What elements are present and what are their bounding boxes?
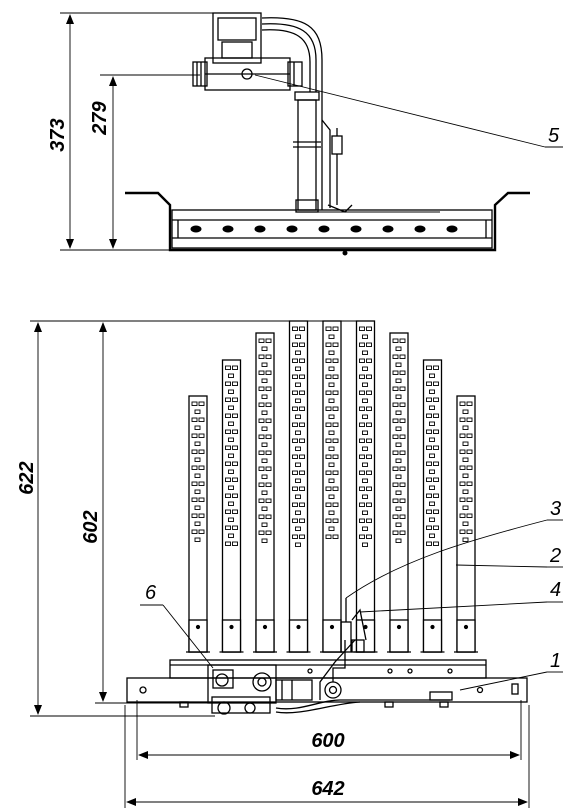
dim-602-label: 602 — [80, 510, 102, 543]
pipe-fitting — [324, 681, 342, 699]
front-view: 622 602 600 642 — [16, 320, 563, 808]
burner-tube — [420, 359, 445, 653]
burner-tube — [454, 395, 478, 653]
burner-tube — [286, 320, 311, 653]
callout-5-leader — [254, 74, 546, 148]
thermocouple — [331, 135, 343, 155]
base-plate — [126, 677, 528, 703]
callout-5-label: 5 — [548, 125, 560, 147]
callout-1-leader — [459, 671, 548, 691]
callout-6-label: 6 — [145, 582, 157, 604]
burner-tube — [219, 359, 244, 653]
burner-tube — [253, 332, 277, 653]
burner-tubes — [186, 320, 478, 653]
callout-3-label: 3 — [550, 498, 561, 520]
dim-622-label: 622 — [16, 461, 38, 494]
burner-nozzles-side — [190, 225, 458, 233]
callout-1-label: 1 — [550, 650, 561, 672]
callout-2-leader — [455, 564, 548, 568]
thermocouple-wire — [275, 699, 450, 710]
manifold-bar — [169, 659, 487, 679]
gas-inlet-pipe — [275, 679, 313, 701]
callout-2-label: 2 — [549, 545, 561, 567]
callout-4-leader — [359, 601, 548, 613]
side-view: 373 279 — [47, 12, 563, 256]
burner-tube — [353, 320, 378, 653]
gas-pipe — [297, 99, 317, 211]
callout-4-label: 4 — [550, 579, 561, 601]
manifold-box — [171, 209, 493, 249]
burner-tube — [320, 320, 344, 653]
burner-tube — [387, 332, 411, 653]
cable-1 — [261, 17, 323, 210]
callout-6-leader — [162, 604, 214, 669]
burner-tube — [186, 395, 210, 653]
pilot-burner — [340, 621, 352, 653]
dim-642-label: 642 — [311, 778, 344, 800]
dim-600-label: 600 — [311, 730, 344, 752]
callout-3-leader — [345, 519, 548, 599]
gas-valve-top — [212, 12, 262, 64]
support-tray — [125, 191, 530, 252]
dim-373-label: 373 — [47, 118, 69, 151]
dim-279-label: 279 — [89, 100, 111, 135]
